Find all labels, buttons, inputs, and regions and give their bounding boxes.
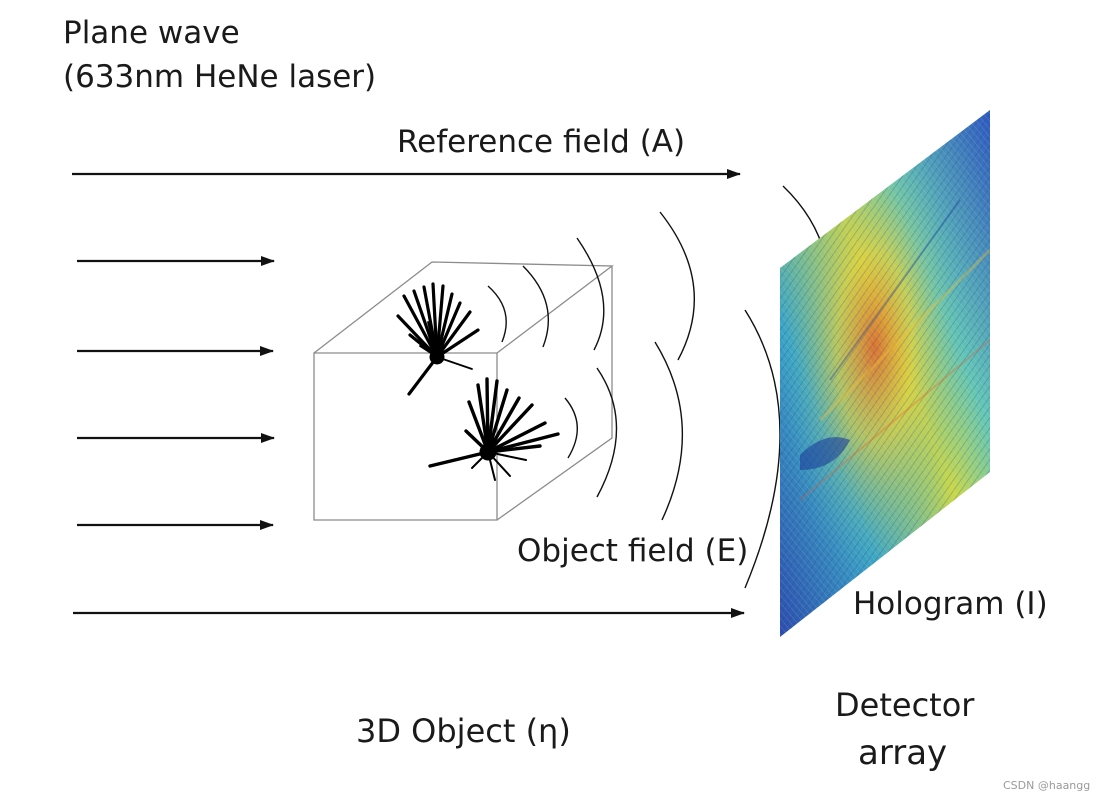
object-field-wavefronts	[487, 185, 830, 589]
hologram-label: Hologram (I)	[853, 586, 1048, 622]
particle-cluster-lower	[428, 377, 560, 481]
watermark: CSDN @haangg	[1003, 779, 1091, 792]
hologram-plane	[780, 110, 992, 637]
plane-wave-subtitle: (633nm HeNe laser)	[63, 59, 377, 95]
plane-wave-title: Plane wave	[63, 15, 240, 51]
detector-label-line2: array	[858, 733, 948, 773]
object-3d-label: 3D Object (η)	[356, 712, 571, 750]
object-cube	[313, 261, 614, 521]
detector-label-line1: Detector	[835, 686, 975, 724]
reference-field-label: Reference field (A)	[397, 124, 686, 160]
particle-cluster-upper	[396, 282, 480, 396]
object-field-label: Object field (E)	[517, 533, 749, 569]
